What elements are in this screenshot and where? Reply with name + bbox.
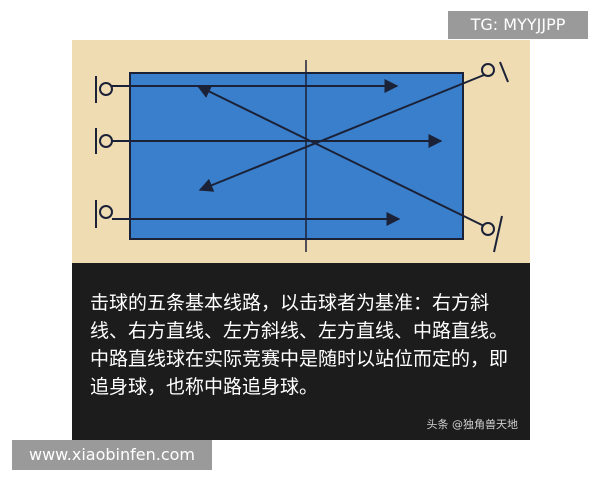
left-player-top bbox=[95, 76, 113, 103]
right-player-top bbox=[481, 61, 509, 83]
caption-paragraph-2: 中路直线球在实际竞赛中是随时以站位而定的，即追身球，也称中路追身球。 bbox=[90, 348, 509, 398]
table-surface bbox=[129, 72, 464, 240]
left-player-bottom bbox=[95, 200, 113, 228]
watermark-text: 头条 @独角兽天地 bbox=[426, 418, 519, 431]
arrow-diagonal-to-top-left bbox=[196, 85, 485, 227]
bottom-left-url-tag: www.xiaobinfen.com bbox=[12, 440, 212, 470]
arrow-diagonal-to-bottom-left bbox=[198, 74, 485, 192]
top-right-tag: TG: MYYJJPP bbox=[448, 11, 588, 39]
left-player-middle bbox=[95, 128, 113, 154]
infographic-card: 击球的五条基本线路，以击球者为基准：右方斜线、右方直线、左方斜线、左方直线、中路… bbox=[72, 40, 530, 440]
caption-panel: 击球的五条基本线路，以击球者为基准：右方斜线、右方直线、左方斜线、左方直线、中路… bbox=[72, 263, 530, 440]
table-tennis-diagram bbox=[72, 40, 530, 263]
right-player-bottom bbox=[481, 215, 503, 253]
diagram-svg bbox=[95, 60, 509, 253]
caption-paragraph-1: 击球的五条基本线路，以击球者为基准：右方斜线、右方直线、左方斜线、左方直线、中路… bbox=[90, 292, 509, 342]
